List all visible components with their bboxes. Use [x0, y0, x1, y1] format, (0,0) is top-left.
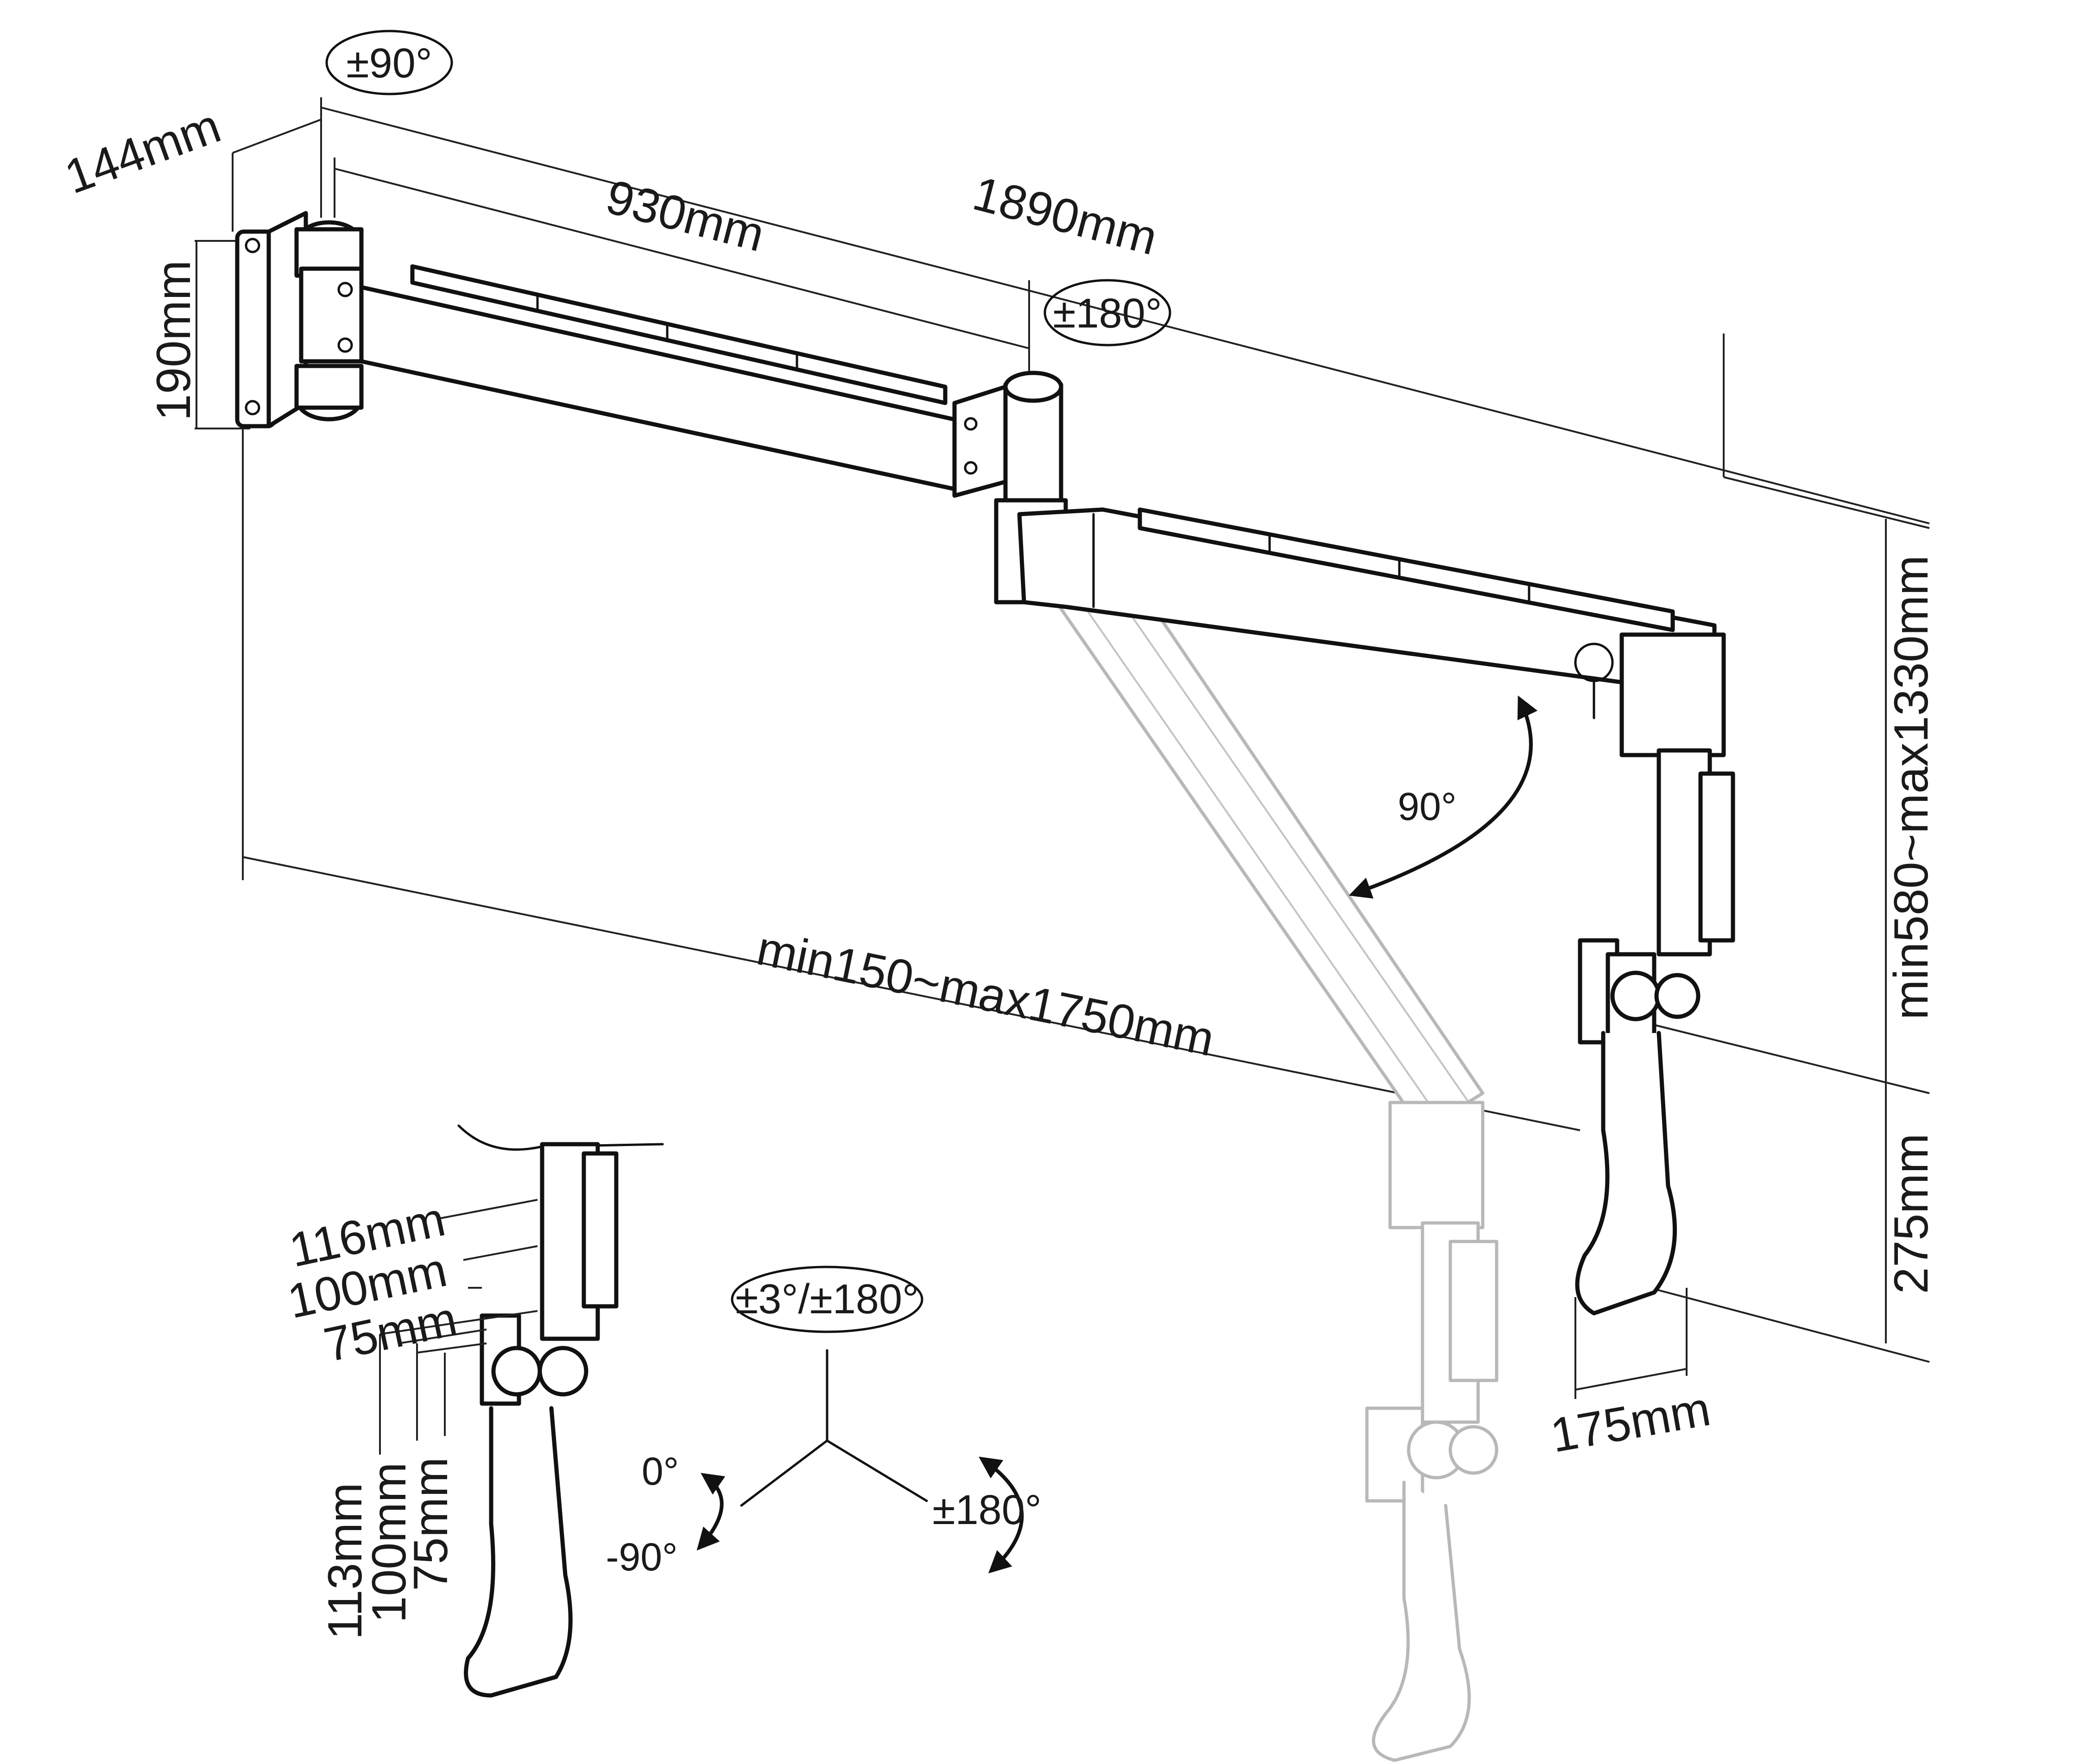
second-arm [1017, 507, 1717, 697]
vesa-v-100-label: 100mm [362, 1462, 416, 1623]
head-rotation-label: ±180° [932, 1487, 1042, 1533]
head-tilt-swivel-label: ±3°/±180° [735, 1276, 919, 1323]
tilt-down-label: -90° [606, 1535, 678, 1579]
vertical-pole [1574, 632, 1735, 957]
handle-bracket [1575, 938, 1701, 1316]
wall-pivot-rotation-label: ±90° [346, 40, 432, 87]
elbow-joint [952, 371, 1068, 605]
handle-drop-label: 275mm [1884, 1134, 1938, 1294]
elbow-pivot-rotation-label: ±180° [1053, 290, 1162, 337]
vesa-detail-labels: 116mm 100mm 75mm 113mm 100mm 75mm [283, 1192, 462, 1640]
tilt-up-label: 0° [642, 1449, 679, 1493]
rotation-axis-symbol [740, 1349, 928, 1507]
dimension-lines [195, 97, 1930, 1399]
height-range-label: min580~max1330mm [1884, 555, 1938, 1020]
vesa-v-113-label: 113mm [318, 1482, 372, 1639]
vesa-v-75-label: 75mm [404, 1457, 458, 1591]
ghost-arm [1055, 559, 1498, 1762]
total-arm-length-label: 1890mm [967, 166, 1163, 265]
rotation-labels: ±90° ±180° 90° ±3°/±180° ±180° 0° -90° [346, 40, 1456, 1579]
wall-plate [235, 211, 364, 428]
reach-range-label: min150~max1750mm [752, 921, 1219, 1067]
wall-plate-depth-label: 144mm [58, 99, 228, 204]
arm-angle-label: 90° [1397, 785, 1456, 828]
handle-width-label: 175mm [1547, 1382, 1714, 1462]
rotation-symbols [325, 30, 1538, 1574]
first-arm-length-label: 930mm [601, 170, 770, 262]
detail-head [379, 1124, 664, 1698]
wall-plate-height-label: 190mm [147, 260, 201, 421]
first-arm [359, 264, 966, 493]
